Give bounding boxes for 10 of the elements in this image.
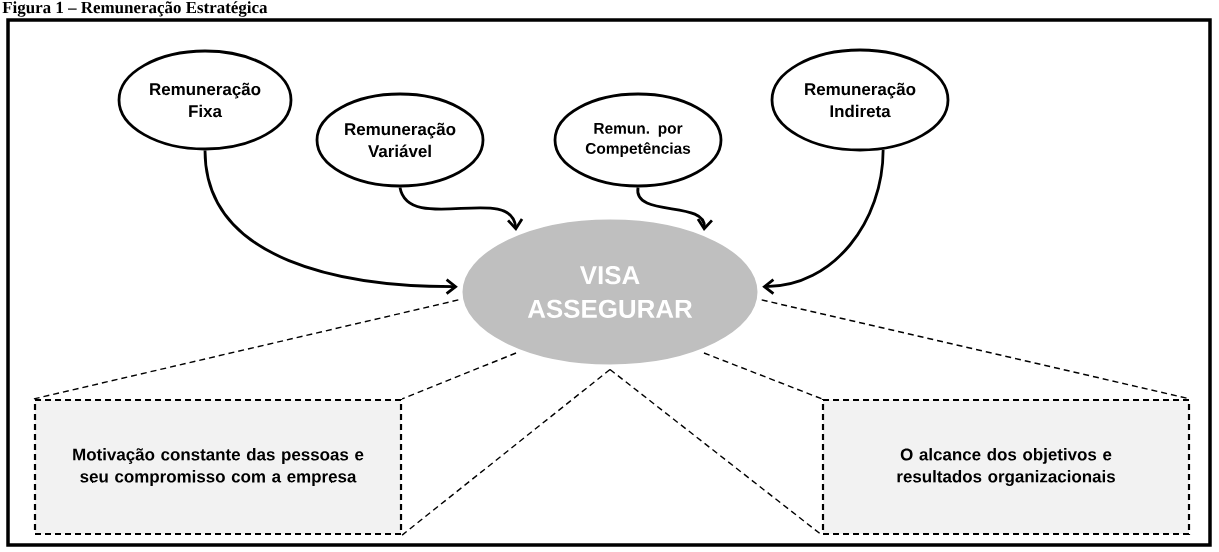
text-box: Motivação constante das pessoas e seu compromisso com a empresa	[33, 398, 403, 536]
connector-line	[401, 352, 517, 400]
figure-title: Figura 1 – Remuneração Estratégica	[2, 1, 268, 17]
connector-line	[33, 299, 459, 400]
curved-arrow	[398, 186, 524, 231]
curved-arrow	[203, 150, 458, 295]
text-box: O alcance dos objetivos e resultados organizacionais	[821, 398, 1191, 536]
connector-line	[609, 368, 823, 536]
curved-arrow	[762, 149, 885, 295]
connector-line	[703, 352, 823, 400]
